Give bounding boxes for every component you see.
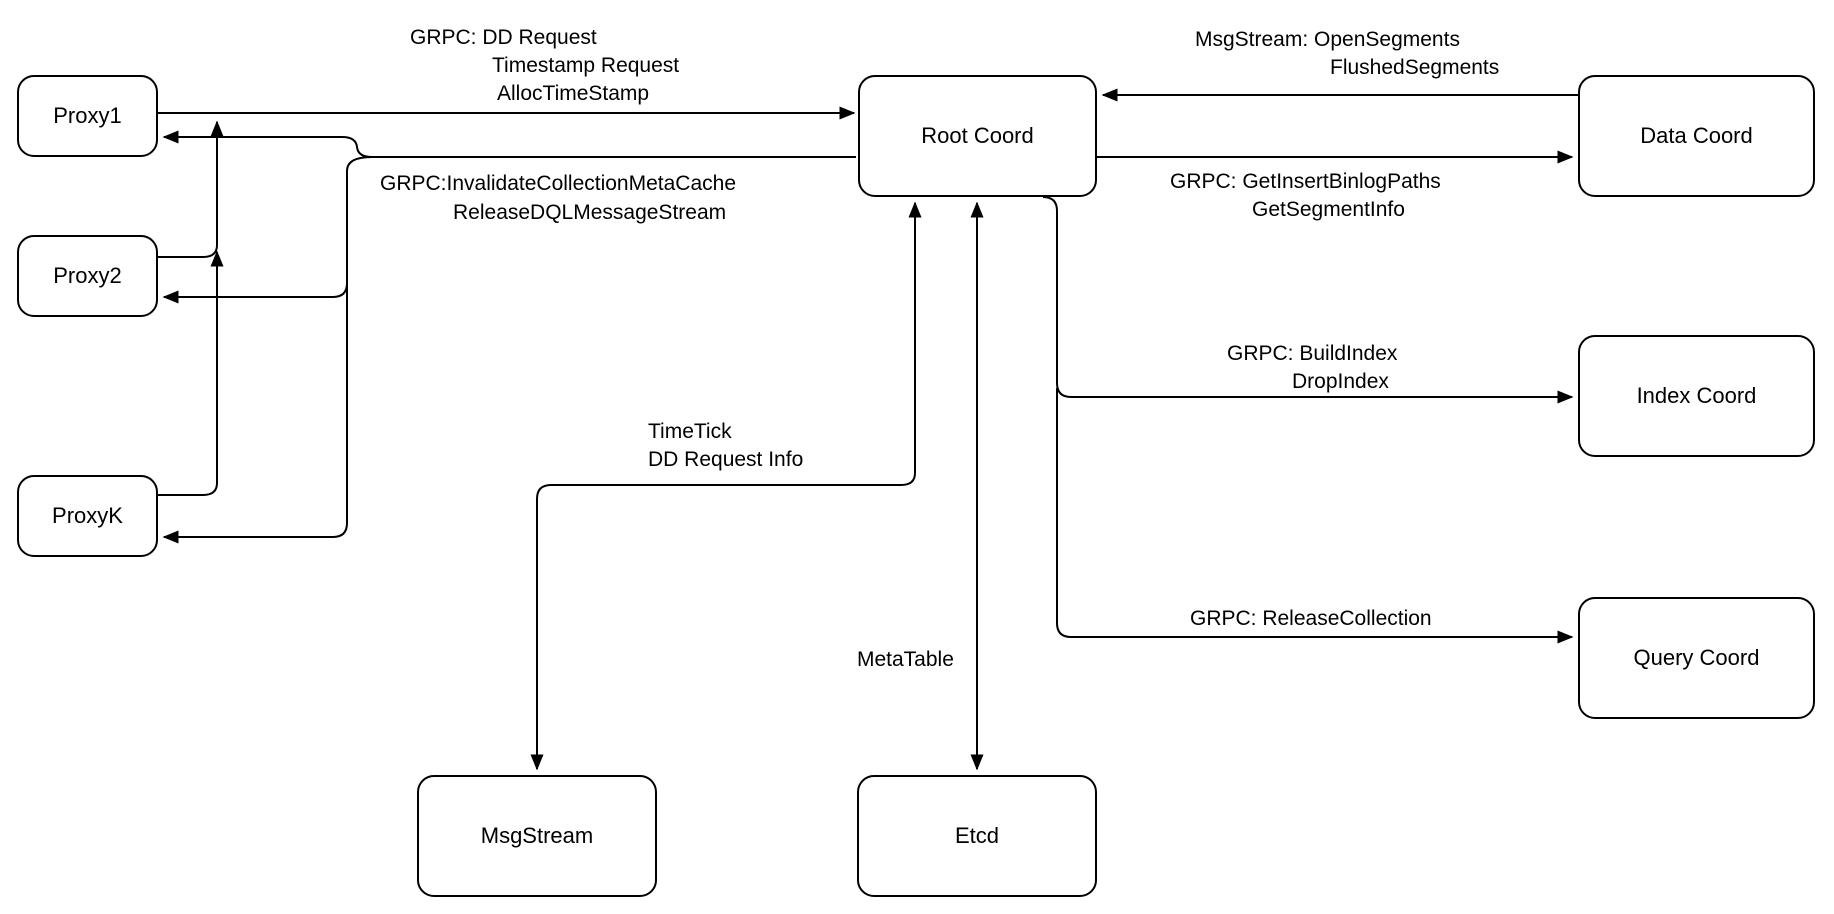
node-label-proxy2: Proxy2 — [53, 263, 122, 288]
node-label-proxyk: ProxyK — [52, 503, 123, 528]
edge-rootcoord-msgstream — [530, 201, 922, 771]
node-etcd: Etcd — [857, 775, 1097, 897]
node-label-proxy1: Proxy1 — [53, 103, 122, 128]
node-label-root-coord: Root Coord — [921, 123, 1034, 148]
node-proxy1: Proxy1 — [17, 75, 158, 157]
node-msgstream: MsgStream — [417, 775, 657, 897]
edge-rootcoord-to-indexcoord — [1042, 196, 1574, 404]
label-root-to-index-line-2: DropIndex — [1292, 370, 1389, 393]
edge-return-bus-to-proxy2 — [162, 282, 348, 304]
edge-return-bus-to-proxyk — [162, 156, 373, 544]
node-data-coord: Data Coord — [1578, 75, 1815, 197]
edge-rootcoord-to-querycoord — [1056, 388, 1574, 644]
label-root-to-index-line-1: GRPC: BuildIndex — [1227, 342, 1398, 365]
node-label-etcd: Etcd — [954, 823, 1000, 848]
label-proxy-to-root-line-1: GRPC: DD Request — [410, 26, 597, 49]
label-root-to-msgstream-line-1: TimeTick — [648, 420, 732, 443]
label-root-to-data-line-1: GRPC: GetInsertBinlogPaths — [1170, 170, 1441, 193]
edge-proxyk-merge — [158, 250, 224, 496]
node-label-data-coord: Data Coord — [1640, 123, 1753, 148]
node-proxy2: Proxy2 — [17, 235, 158, 317]
node-root-coord: Root Coord — [858, 75, 1097, 197]
node-query-coord: Query Coord — [1578, 597, 1815, 719]
node-proxyk: ProxyK — [17, 475, 158, 557]
node-index-coord: Index Coord — [1578, 335, 1815, 457]
label-root-to-query-line-1: GRPC: ReleaseCollection — [1190, 607, 1432, 630]
edge-rootcoord-to-proxy1 — [162, 130, 856, 158]
label-proxy-to-root-line-2: Timestamp Request — [492, 54, 680, 77]
node-label-msgstream: MsgStream — [480, 823, 594, 848]
edge-proxy2-merge — [158, 244, 218, 258]
label-metatable-line-1: MetaTable — [857, 648, 954, 671]
label-proxy-to-root-line-3: AllocTimeStamp — [497, 82, 650, 105]
label-root-to-proxies-line-2: ReleaseDQLMessageStream — [453, 201, 727, 224]
label-data-to-root-line-1: MsgStream: OpenSegments — [1195, 28, 1460, 51]
node-label-query-coord: Query Coord — [1633, 645, 1760, 670]
node-label-index-coord: Index Coord — [1636, 383, 1757, 408]
label-root-to-data-line-2: GetSegmentInfo — [1252, 198, 1405, 221]
label-data-to-root-line-2: FlushedSegments — [1330, 56, 1500, 79]
label-root-to-msgstream-line-2: DD Request Info — [648, 448, 804, 471]
label-root-to-proxies-line-1: GRPC:InvalidateCollectionMetaCache — [380, 172, 737, 195]
